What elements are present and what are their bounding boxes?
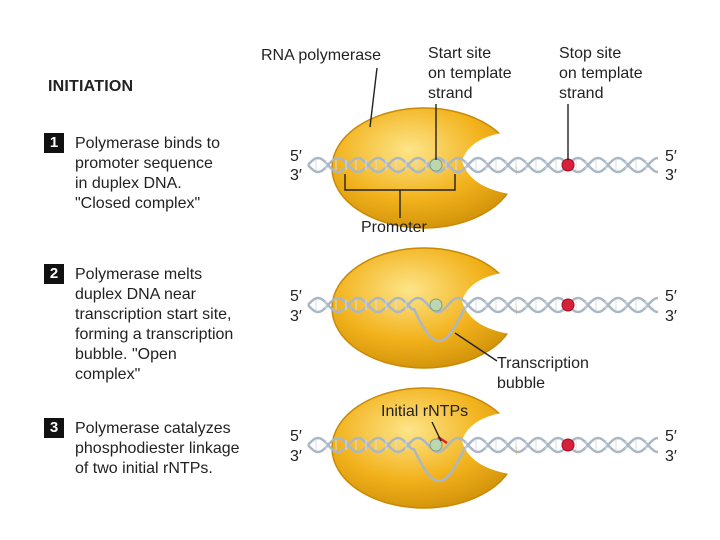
step-2-line: bubble. "Open [75, 346, 177, 363]
transcription-bubble-label: Transcription bubble [497, 354, 589, 394]
step-2-line: complex" [75, 366, 141, 383]
row-3-right-5-prime: 5′ [665, 428, 677, 445]
bubble-line: Transcription [497, 355, 589, 372]
bubble-line: bubble [497, 375, 546, 392]
row-2-right-3-prime: 3′ [665, 308, 677, 325]
step-2-unit [307, 247, 659, 369]
step-2-line: forming a transcription [75, 326, 234, 343]
start-site-marker [429, 298, 443, 312]
row-1-right-3-prime: 3′ [665, 167, 677, 184]
step-2-description: Polymerase melts duplex DNA near transcr… [75, 265, 280, 385]
start-site-line: Start site [428, 45, 492, 62]
stop-site-marker [561, 158, 575, 172]
step-1-line: in duplex DNA. [75, 175, 182, 192]
row-3-left-3-prime: 3′ [290, 448, 302, 465]
promoter-label: Promoter [361, 219, 427, 236]
stop-site-line: strand [559, 85, 604, 102]
start-site-label: Start site on template strand [428, 44, 512, 104]
stop-site-label: Stop site on template strand [559, 44, 643, 104]
start-site-line: on template [428, 65, 512, 82]
row-3-right-3-prime: 3′ [665, 448, 677, 465]
step-2-line: duplex DNA near [75, 286, 196, 303]
start-site-marker [429, 158, 443, 172]
step-3-line: of two initial rNTPs. [75, 460, 213, 477]
row-2-right-5-prime: 5′ [665, 288, 677, 305]
row-2-left-5-prime: 5′ [290, 288, 302, 305]
rna-polymerase-label: RNA polymerase [261, 47, 382, 64]
step-2-line: transcription start site, [75, 306, 232, 323]
step-2-line: Polymerase melts [75, 266, 203, 283]
row-1-left-5-prime: 5′ [290, 148, 302, 165]
start-site-line: strand [428, 85, 473, 102]
stop-site-marker [561, 438, 575, 452]
step-1-line: promoter sequence [75, 155, 213, 172]
section-heading: INITIATION [48, 78, 134, 95]
initial-rntps-label: Initial rNTPs [381, 403, 469, 420]
row-1-right-5-prime: 5′ [665, 148, 677, 165]
start-site-marker [429, 438, 443, 452]
step-1-unit [307, 107, 659, 229]
stop-site-line: Stop site [559, 45, 622, 62]
step-3-description: Polymerase catalyzes phosphodiester link… [75, 419, 280, 479]
step-2-number: 2 [44, 264, 64, 284]
stop-site-line: on template [559, 65, 643, 82]
bubble-pointer [454, 332, 498, 362]
rntps-pointer [431, 421, 442, 442]
stop-site-marker [561, 298, 575, 312]
step-1-line: "Closed complex" [75, 195, 201, 212]
step-3-line: Polymerase catalyzes [75, 420, 231, 437]
step-3-unit [307, 387, 659, 509]
row-2-left-3-prime: 3′ [290, 308, 302, 325]
step-3-line: phosphodiester linkage [75, 440, 240, 457]
step-1-line: Polymerase binds to [75, 135, 220, 152]
step-3-number: 3 [44, 418, 64, 438]
row-3-left-5-prime: 5′ [290, 428, 302, 445]
step-1-description: Polymerase binds to promoter sequence in… [75, 134, 280, 214]
rna-polymerase-pointer [369, 67, 378, 128]
step-1-number: 1 [44, 133, 64, 153]
row-1-left-3-prime: 3′ [290, 167, 302, 184]
